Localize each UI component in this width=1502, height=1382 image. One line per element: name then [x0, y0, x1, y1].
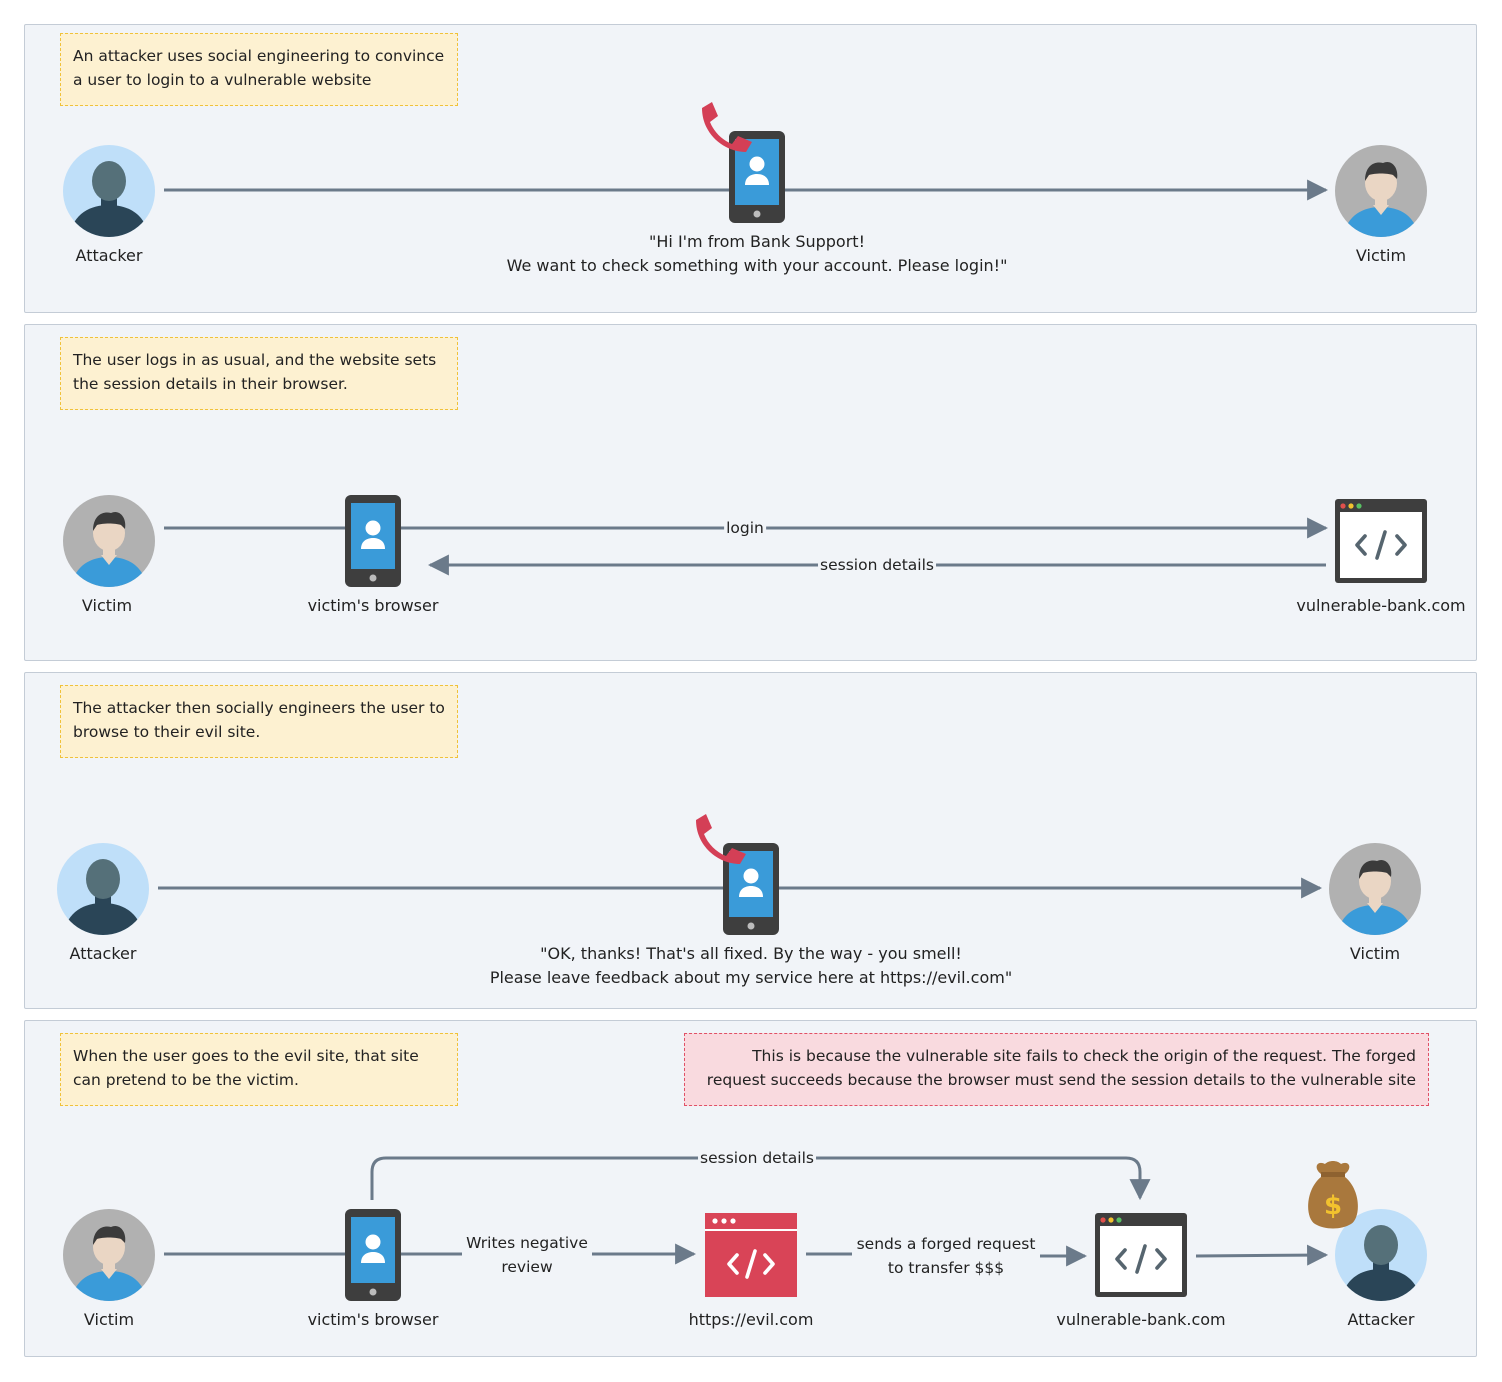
panel-4-warning: This is because the vulnerable site fail… [684, 1033, 1429, 1106]
handset-icon [702, 102, 752, 152]
victim-avatar-icon [1335, 145, 1427, 237]
panel-1-attacker-label: Attacker [75, 246, 143, 265]
panel-2-site-label: vulnerable-bank.com [1296, 596, 1466, 615]
panel-4-edge-review-label: Writes negative review [464, 1231, 590, 1279]
panel-4-edge-session-label: session details [698, 1148, 816, 1168]
panel-4-bank-label: vulnerable-bank.com [1056, 1310, 1226, 1329]
attacker-avatar-icon [57, 843, 149, 935]
panel-4-attacker-label: Attacker [1347, 1310, 1415, 1329]
panel-3-attacker-label: Attacker [69, 944, 137, 963]
panel-4-edge-forged-line1: sends a forged request [856, 1235, 1036, 1253]
panel-3-caption-line1: "OK, thanks! That's all fixed. By the wa… [540, 944, 962, 963]
panel-3-victim-label: Victim [1349, 944, 1401, 963]
panel-1-note: An attacker uses social engineering to c… [60, 33, 458, 106]
panel-4-note: When the user goes to the evil site, tha… [60, 1033, 458, 1106]
phone-icon [345, 495, 401, 587]
panel-2-browser-label: victim's browser [307, 596, 439, 615]
panel-4-edge-review-line2: review [501, 1258, 553, 1276]
panel-2-edge-login-label: login [724, 518, 766, 538]
phone-icon [345, 1209, 401, 1301]
attacker-avatar-icon [63, 145, 155, 237]
browser-code-icon [1335, 499, 1427, 583]
panel-4-edge-forged-label: sends a forged request to transfer $$$ [854, 1232, 1038, 1280]
panel-4-victim-label: Victim [83, 1310, 135, 1329]
browser-code-icon [1095, 1213, 1187, 1297]
panel-3-note: The attacker then socially engineers the… [60, 685, 458, 758]
money-bag-icon [1308, 1161, 1358, 1229]
victim-avatar-icon [1329, 843, 1421, 935]
panel-4-edge-review-line1: Writes negative [466, 1234, 588, 1252]
evil-site-browser-icon [705, 1213, 797, 1297]
panel-3-caption: "OK, thanks! That's all fixed. By the wa… [490, 942, 1012, 990]
panel-1-caption: "Hi I'm from Bank Support! We want to ch… [507, 230, 1008, 278]
victim-avatar-icon [63, 495, 155, 587]
panel-4-edge-forged-line2: to transfer $$$ [887, 1259, 1005, 1277]
victim-avatar-icon [63, 1209, 155, 1301]
panel-4-browser-label: victim's browser [307, 1310, 439, 1329]
handset-icon [696, 814, 746, 864]
panel-2-edge-session-label: session details [818, 555, 936, 575]
panel-1-victim-label: Victim [1355, 246, 1407, 265]
panel-3-caption-line2: Please leave feedback about my service h… [489, 968, 1013, 987]
panel-4-evil-label: https://evil.com [688, 1310, 814, 1329]
panel-1-caption-line2: We want to check something with your acc… [506, 256, 1008, 275]
panel-2-victim-label: Victim [81, 596, 133, 615]
panel-1-caption-line1: "Hi I'm from Bank Support! [649, 232, 865, 251]
panel-2-note: The user logs in as usual, and the websi… [60, 337, 458, 410]
